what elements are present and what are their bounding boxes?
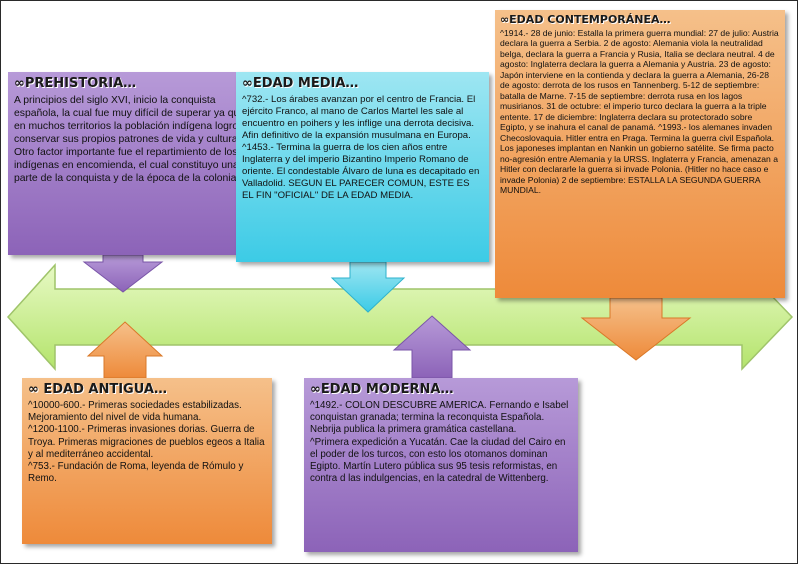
edad-antigua-entry-2: ^1200-1100.- Primeras invasiones dorias.… xyxy=(28,424,265,460)
edad-contemporanea-box: ∞EDAD CONTEMPORÁNEA… ^1914.- 28 de junio… xyxy=(495,10,785,298)
edad-media-entry-2: ^1453.- Termina la guerra de los cien añ… xyxy=(242,141,480,201)
edad-contemporanea-title: ∞EDAD CONTEMPORÁNEA… xyxy=(500,13,671,26)
prehistoria-box: ∞PREHISTORIA… A principios del siglo XVI… xyxy=(8,72,262,255)
edad-antigua-box: ∞ EDAD ANTIGUA… ^10000-600.- Primeras so… xyxy=(22,378,272,544)
edad-antigua-title: ∞ EDAD ANTIGUA… xyxy=(28,382,167,397)
prehistoria-text: A principios del siglo XVI, inicio la co… xyxy=(14,95,246,184)
edad-moderna-title: ∞EDAD MODERNA… xyxy=(310,382,454,397)
edad-antigua-entry-3: ^753.- Fundación de Roma, leyenda de Róm… xyxy=(28,461,244,485)
edad-media-title: ∞EDAD MEDIA… xyxy=(242,76,359,91)
edad-media-box: ∞EDAD MEDIA… ^732.- Los árabes avanzan p… xyxy=(236,72,489,262)
edad-moderna-entry-1: ^1492.- COLON DESCUBRE AMERICA. Fernando… xyxy=(310,400,569,436)
edad-antigua-entry-1: ^10000-600.- Primeras sociedades estabil… xyxy=(28,400,242,424)
edad-media-entry-1: ^732.- Los árabes avanzan por el centro … xyxy=(242,94,476,141)
edad-moderna-box: ∞EDAD MODERNA… ^1492.- COLON DESCUBRE AM… xyxy=(304,378,578,552)
edad-contemporanea-pointer xyxy=(580,297,692,361)
edad-moderna-entry-2: ^Primera expedición a Yucatán. Cae la ci… xyxy=(310,436,566,485)
edad-media-pointer xyxy=(330,261,406,313)
prehistoria-pointer xyxy=(82,254,164,293)
prehistoria-title: ∞PREHISTORIA… xyxy=(14,76,137,91)
edad-contemporanea-text: ^1914.- 28 de junio: Estalla la primera … xyxy=(500,28,779,196)
